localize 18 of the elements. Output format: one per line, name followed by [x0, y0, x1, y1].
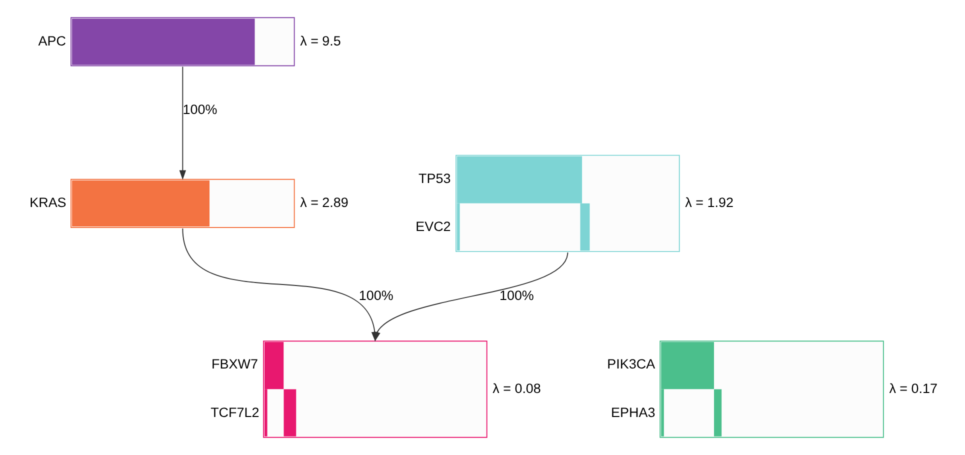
node-label: λ = 2.89	[300, 194, 348, 210]
node-label: λ = 1.92	[684, 194, 733, 210]
node-label: λ = 0.17	[888, 380, 938, 396]
node-label: EVC2	[415, 219, 450, 234]
edge-label: 100%	[358, 288, 393, 303]
node-label: PIK3CA	[606, 356, 655, 372]
arrow	[178, 66, 186, 180]
edge-label: 100%	[182, 102, 217, 118]
node-label: λ = 9.5	[300, 33, 340, 48]
node-label: APC	[38, 33, 66, 48]
edge-label: 100%	[498, 288, 534, 303]
node-label: EPHA3	[610, 404, 655, 420]
node-label: FBXW7	[211, 356, 258, 372]
node-label: KRAS	[29, 194, 66, 210]
arrow	[373, 252, 568, 342]
node-label: λ = 0.08	[492, 380, 540, 396]
node-label: TCF7L2	[210, 404, 259, 420]
node-label: TP53	[418, 170, 450, 186]
